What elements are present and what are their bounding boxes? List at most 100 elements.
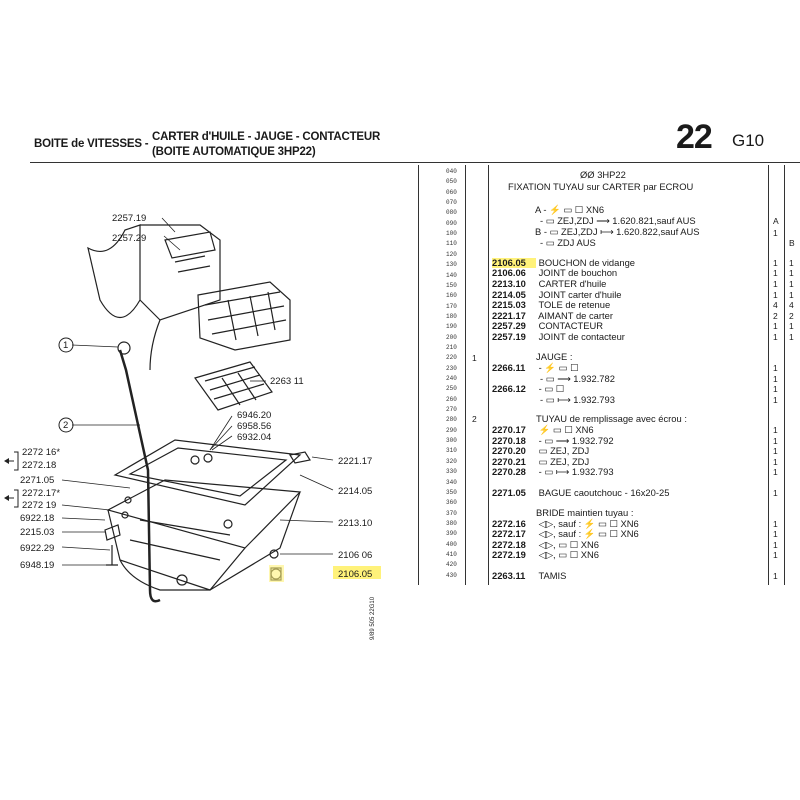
qty-b: 4 [789,300,794,310]
part-row: 2272.19 ◁▷, ▭ ☐ XN6 [492,550,599,560]
qty-a: 1 [773,467,778,477]
subtitle-line-2: (BOITE AUTOMATIQUE 3HP22) [152,146,316,158]
page-code: G10 [732,131,765,150]
qty-b: 1 [789,258,794,268]
label-2214-05: 2214.05 [338,486,372,497]
jauge-sub-1: - ▭ ⟶ 1.932.782 [540,373,615,384]
line-number: 060 [446,188,457,196]
part-desc: - ▭ ☐ [538,383,565,394]
qty-a: 1 [773,488,778,498]
option-a-2: - ▭ ZEJ,ZDJ ⟶ 1.620.821,sauf AUS [540,215,696,226]
part-row: 2270.21 ▭ ZEJ, ZDJ [492,457,589,467]
part-code: 2272.18 [492,539,526,550]
qty-a: 1 [773,540,778,550]
side-note: 9/89 505 22G10 [370,596,376,640]
line-number: 230 [446,364,457,372]
part-code: 2214.05 [492,289,526,300]
part-desc: ◁▷, sauf : ⚡ ▭ ☐ XN6 [538,528,639,539]
part-desc: AIMANT de carter [538,310,613,321]
qty-a: 1 [773,279,778,289]
part-desc: ▭ ZEJ, ZDJ [538,445,590,456]
part-desc: CARTER d'huile [538,278,607,289]
qty-b: 1 [789,321,794,331]
qty-a: 1 [773,384,778,394]
part-row: 2263.11 TAMIS [492,571,566,581]
part-code: 2263.11 [492,570,526,581]
part-code: 2215.03 [492,299,526,310]
part-desc: - ⚡ ▭ ☐ [538,362,579,373]
label-2272-19: 2272 19 [22,500,56,511]
jauge-sub-2: - ▭ ⟼ 1.932.793 [540,394,615,405]
part-code: 2257.19 [492,331,526,342]
part-desc: JOINT carter d'huile [538,289,622,300]
part-row: 2270.28 - ▭ ⟼ 1.932.793 [492,467,614,477]
bride-heading: BRIDE maintien tuyau : [536,507,634,518]
line-number: 390 [446,530,457,538]
qty-a: 1 [773,258,778,268]
label-6958-56: 6958.56 [237,421,271,432]
line-number: 120 [446,250,457,258]
part-code: 2270.17 [492,424,526,435]
line-number: 320 [446,457,457,465]
part-row: 2270.17 ⚡ ▭ ☐ XN6 [492,425,594,435]
part-code: 2270.28 [492,466,526,477]
line-number: 290 [446,426,457,434]
part-code: 2106.06 [492,267,526,278]
line-number: 240 [446,375,457,382]
qty-b: 1 [789,290,794,300]
line-number: 090 [446,219,457,227]
line-number: 270 [446,406,457,414]
part-code: 2270.21 [492,456,526,467]
qty-a: 1 [773,425,778,435]
group-mark-2: 2 [472,414,477,424]
section-title: BOITE de VITESSES - [34,138,149,150]
line-number: 170 [446,302,457,310]
line-number: 180 [446,312,457,320]
line-number: 360 [446,499,457,507]
part-desc: BOUCHON de vidange [538,257,636,268]
qty-a: 1 [773,374,778,384]
line-number: 340 [446,478,457,486]
label-2213-10: 2213.10 [338,518,372,529]
label-6946-20: 6946.20 [237,410,271,421]
qty-a: 1 [773,436,778,446]
qty-a: 1 [773,519,778,529]
qty-a: 1 [773,457,778,467]
header-line-1: ØØ 3HP22 [580,169,626,180]
col-divider-4 [768,165,769,585]
header-divider [30,162,800,163]
qty-a: 1 [773,228,778,238]
part-row: 2270.20 ▭ ZEJ, ZDJ [492,446,589,456]
part-desc: TOLE de retenue [538,299,611,310]
part-code: 2272.16 [492,518,526,529]
qty-a: 1 [773,395,778,405]
qty-a: 2 [773,311,778,321]
qty-a: 1 [773,321,778,331]
line-number: 110 [446,240,457,248]
part-row: 2266.12 - ▭ ☐ [492,384,564,394]
qty-a: 4 [773,300,778,310]
line-number: 420 [446,561,457,569]
part-desc: CONTACTEUR [538,320,604,331]
part-row: 2272.17 ◁▷, sauf : ⚡ ▭ ☐ XN6 [492,529,639,539]
col-divider-5 [784,165,785,585]
callout-1: 1 [63,340,68,351]
part-row: 2221.17 AIMANT de carter [492,311,613,321]
line-number: 100 [446,230,457,238]
qty-a: 1 [773,529,778,539]
line-number: 260 [446,395,457,403]
part-row: 2213.10 CARTER d'huile [492,279,606,289]
part-code: 2213.10 [492,278,526,289]
part-code: 2257.29 [492,320,526,331]
option-a-1: A - ⚡ ▭ ☐ XN6 [535,204,605,215]
part-row: 2106.05 BOUCHON de vidange [492,258,635,268]
line-number: 380 [446,519,457,527]
qty-a: 1 [773,268,778,278]
label-2221-17: 2221.17 [338,456,372,467]
part-desc: ◁▷, ▭ ☐ XN6 [538,539,599,550]
qty-b: 1 [789,332,794,342]
line-number: 210 [446,343,457,351]
label-2263-11: 2263 11 [270,376,304,387]
part-code: 2266.11 [492,362,526,373]
